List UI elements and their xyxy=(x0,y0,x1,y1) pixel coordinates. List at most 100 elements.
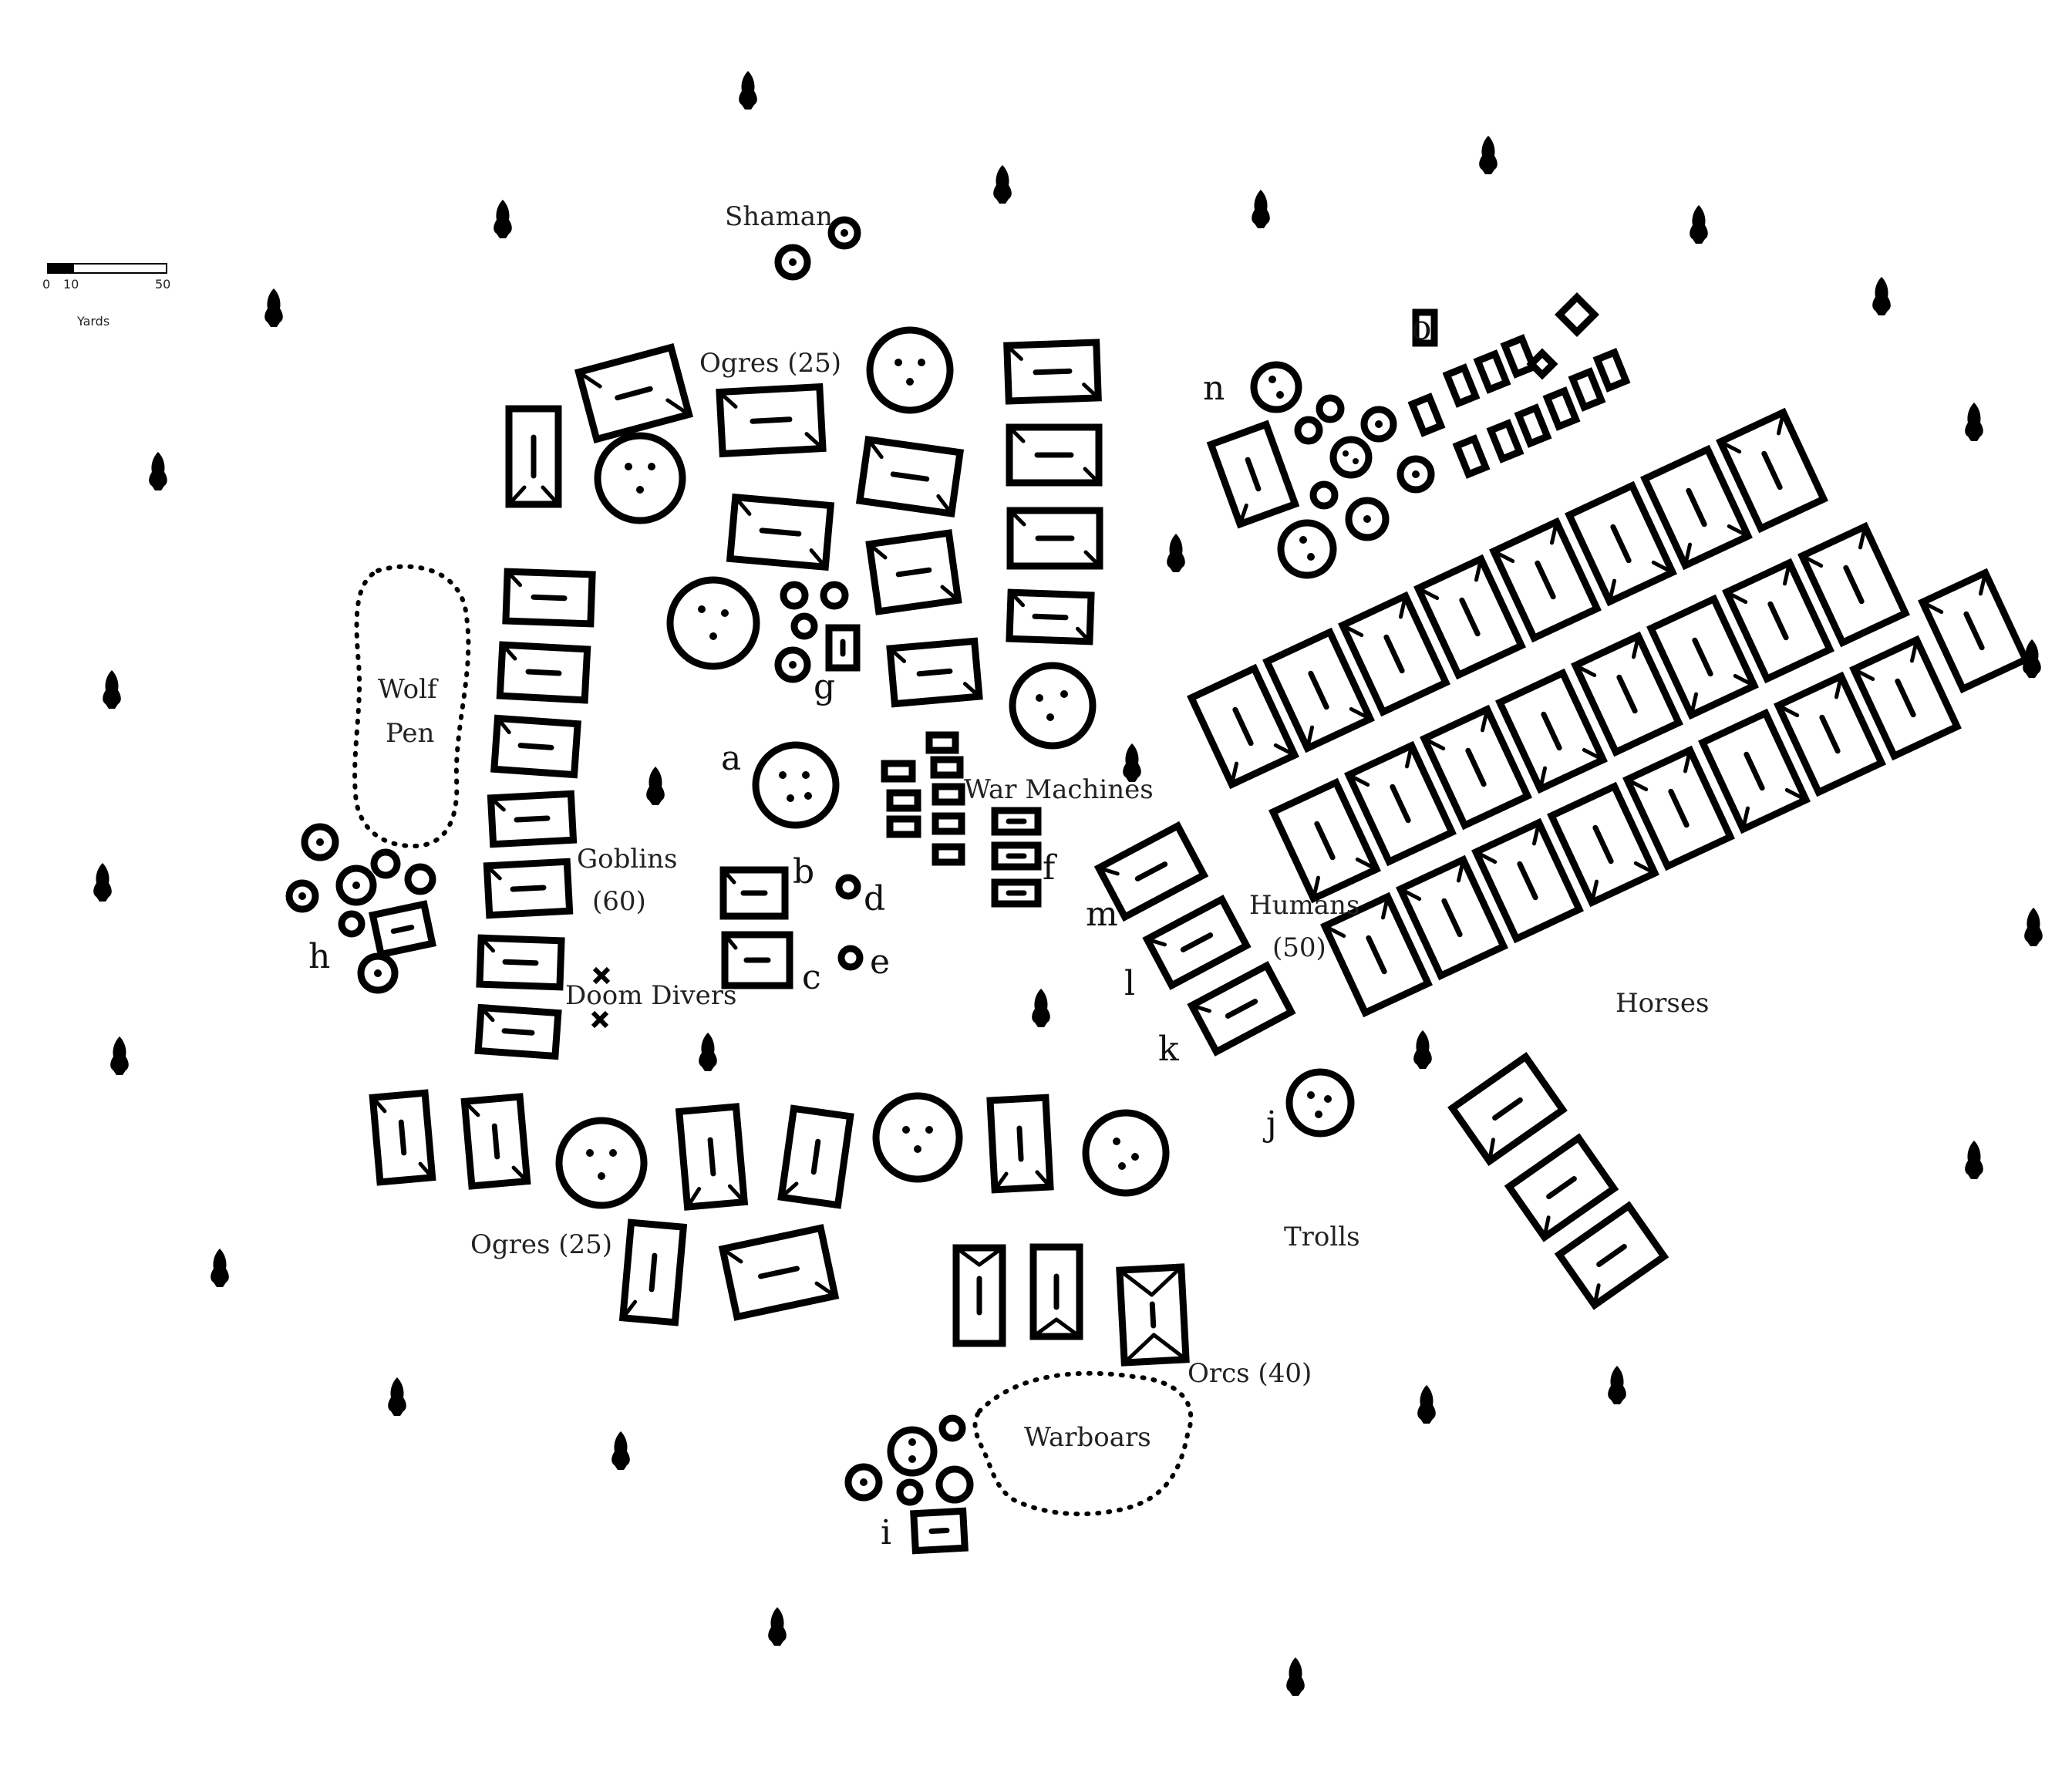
letter-markers: a b c d e f g h i j k l m n o xyxy=(308,308,1432,1552)
tree-icon xyxy=(1965,1141,1983,1179)
label-orcs: Orcs (40) xyxy=(1188,1358,1312,1389)
tree-icon xyxy=(110,1036,129,1075)
huts xyxy=(285,216,1435,1506)
building xyxy=(476,934,565,991)
building xyxy=(1093,821,1209,922)
building xyxy=(1797,521,1910,648)
hut xyxy=(1277,519,1337,579)
marker-i: i xyxy=(881,1513,891,1552)
tree-icon xyxy=(1167,534,1185,572)
building xyxy=(1187,961,1296,1057)
buildings xyxy=(369,292,2030,1555)
marker-f: f xyxy=(1043,848,1057,888)
scale-tick-10: 10 xyxy=(63,277,79,292)
cross-icon xyxy=(591,1010,609,1029)
label-horses: Horses xyxy=(1615,988,1709,1019)
building xyxy=(1716,407,1828,534)
hut xyxy=(1329,436,1373,479)
hut xyxy=(774,244,811,281)
building xyxy=(1500,334,1538,379)
building xyxy=(925,731,959,754)
building xyxy=(716,383,827,458)
building xyxy=(490,714,581,779)
tree-icon xyxy=(211,1249,229,1287)
building xyxy=(1504,1133,1619,1242)
hut xyxy=(827,216,861,250)
hut xyxy=(594,432,686,524)
scale-tick-50: 50 xyxy=(155,277,170,292)
scale-unit: Yards xyxy=(76,314,109,329)
building xyxy=(574,342,694,444)
label-ogres-bottom: Ogres (25) xyxy=(470,1229,612,1260)
hut xyxy=(935,1465,974,1504)
label-warboars: Warboars xyxy=(1024,1422,1151,1453)
building xyxy=(1526,348,1558,380)
tree-icon xyxy=(2024,908,2043,946)
building xyxy=(726,493,835,571)
building xyxy=(1622,745,1735,871)
tree-icon xyxy=(1413,1030,1432,1069)
building xyxy=(460,1093,531,1190)
building xyxy=(1116,1263,1190,1367)
tree-icon xyxy=(1872,277,1891,315)
tree-icon xyxy=(1608,1366,1626,1404)
building xyxy=(1320,892,1433,1018)
building xyxy=(1006,423,1103,487)
marker-n: n xyxy=(1203,369,1225,408)
building xyxy=(1555,292,1599,337)
label-goblins-2: (60) xyxy=(592,886,646,917)
building xyxy=(1646,594,1759,720)
label-wolf-pen-2: Pen xyxy=(386,718,434,749)
hut xyxy=(1285,1068,1355,1138)
label-doom-divers: Doom Divers xyxy=(565,980,736,1011)
hut xyxy=(404,863,436,895)
building xyxy=(1722,558,1834,684)
hut xyxy=(835,874,861,900)
building xyxy=(932,843,965,866)
label-ogres-top: Ogres (25) xyxy=(699,348,841,379)
building xyxy=(1142,895,1252,990)
building xyxy=(1442,363,1481,408)
scale-bar-fill xyxy=(48,264,74,273)
building xyxy=(1452,434,1491,479)
building xyxy=(1262,627,1375,753)
building xyxy=(502,568,596,628)
label-wolf-pen-1: Wolf xyxy=(378,674,439,705)
label-war-machines: War Machines xyxy=(964,774,1154,805)
building xyxy=(1344,740,1457,867)
tree-icon xyxy=(768,1607,787,1646)
scale-bar: 0 10 50 Yards xyxy=(42,263,170,329)
building xyxy=(1489,517,1602,643)
hut xyxy=(555,1117,648,1209)
building xyxy=(496,641,591,704)
marker-h: h xyxy=(308,937,330,976)
tree-icon xyxy=(264,288,283,327)
marker-c: c xyxy=(802,958,821,997)
tree-icon xyxy=(1252,190,1270,228)
building xyxy=(1547,781,1659,908)
building xyxy=(1206,420,1300,529)
tree-icon xyxy=(646,767,665,805)
warboars-fence xyxy=(972,1370,1194,1517)
doom-diver-markers xyxy=(591,966,611,1029)
building xyxy=(505,405,562,508)
building xyxy=(1029,1243,1083,1340)
building xyxy=(718,1224,840,1321)
building xyxy=(369,1089,436,1186)
hut xyxy=(335,865,377,906)
building xyxy=(369,900,436,959)
building xyxy=(1495,668,1608,794)
building xyxy=(1568,367,1606,412)
building xyxy=(952,1244,1006,1347)
building xyxy=(675,1103,749,1211)
building xyxy=(1471,817,1584,944)
building xyxy=(1407,393,1446,437)
tree-icon xyxy=(739,71,757,110)
building xyxy=(719,866,789,920)
marker-o: o xyxy=(1411,308,1432,348)
hut xyxy=(1294,416,1323,445)
building xyxy=(1486,419,1525,463)
building xyxy=(910,1507,969,1555)
hut xyxy=(666,576,760,670)
